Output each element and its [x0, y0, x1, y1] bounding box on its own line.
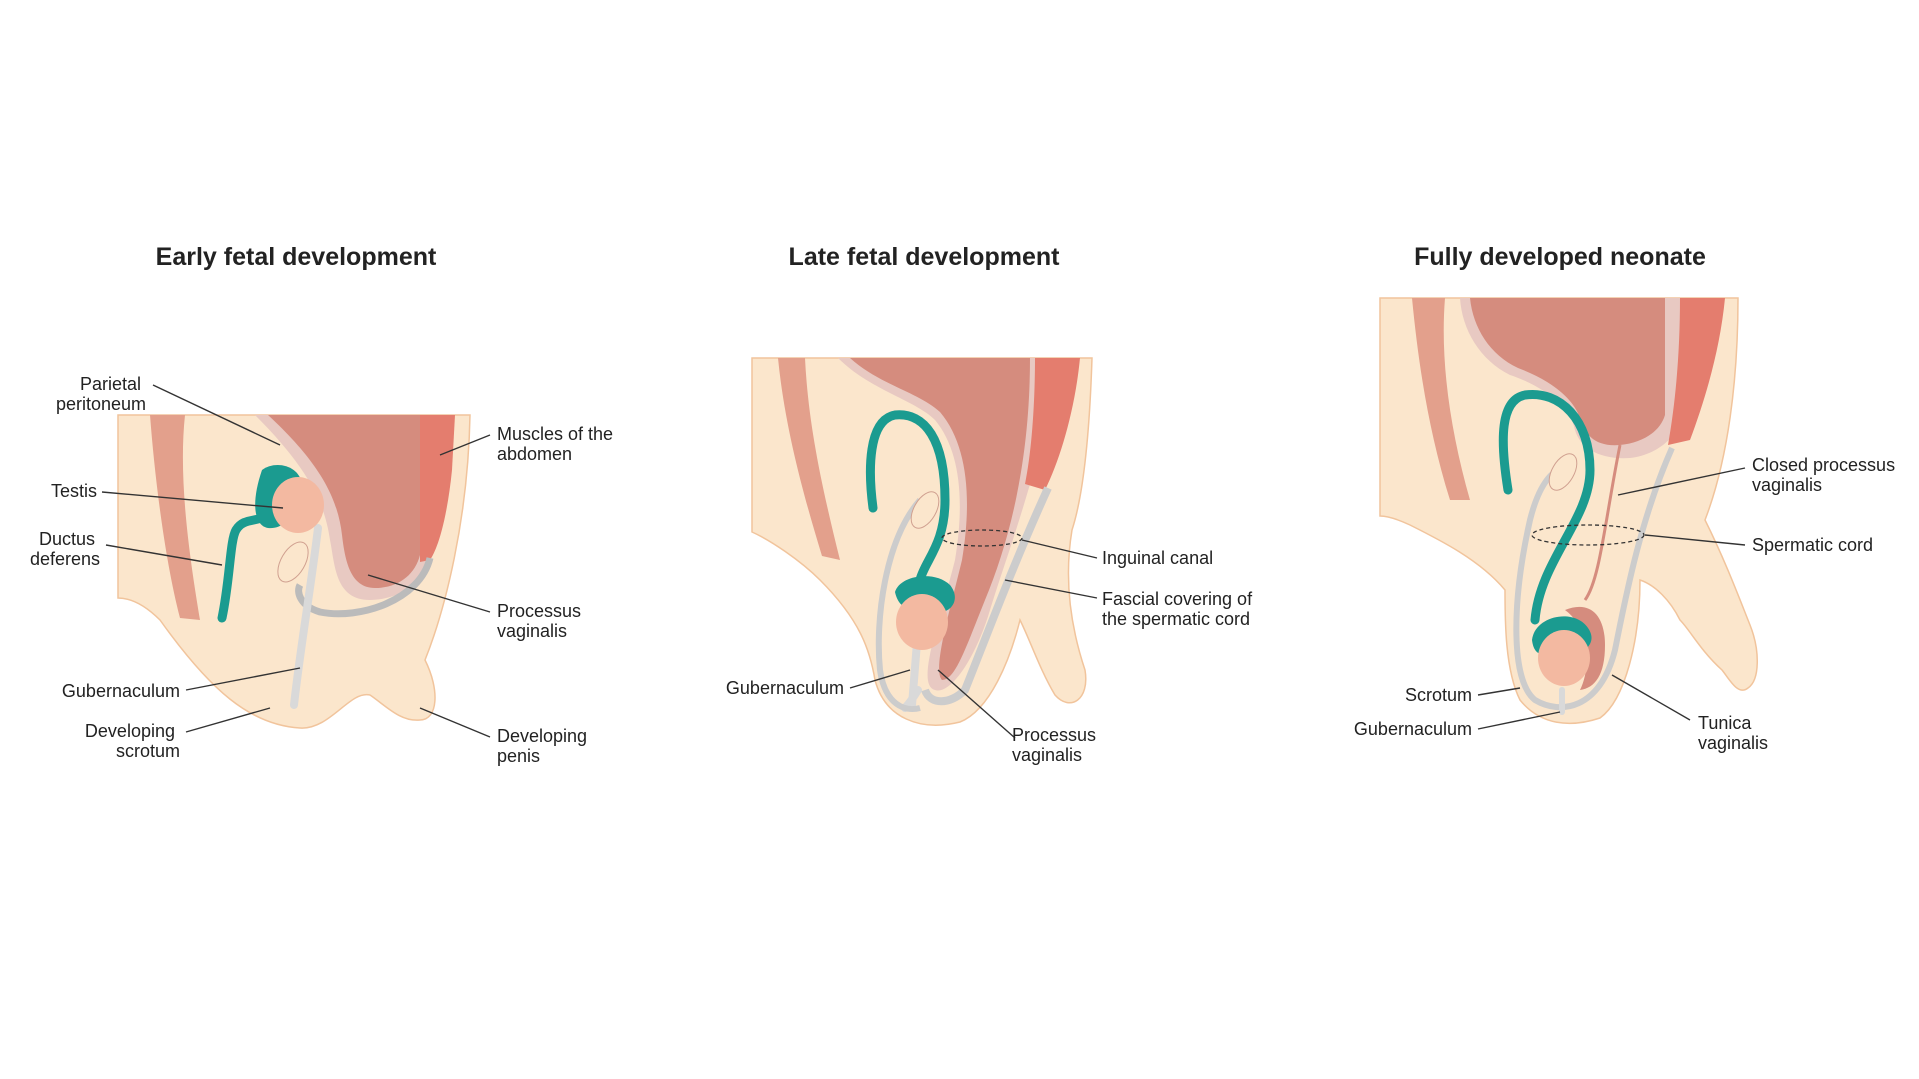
panel-title-neonate: Fully developed neonate — [1414, 243, 1706, 271]
abdominal-organ-late — [850, 358, 1030, 680]
abdominal-organ-neonate — [1470, 298, 1665, 446]
leader-parietal-peritoneum — [152, 384, 281, 446]
panel-neonate: Fully developed neonate Closed processus… — [1354, 243, 1900, 753]
closed-processus-neonate — [1583, 444, 1622, 601]
ductus-deferens-late — [865, 410, 950, 585]
leader-muscles-abdomen — [439, 434, 491, 456]
fascial-covering-late — [921, 486, 1052, 706]
label-spermatic-cord: Spermatic cord — [1752, 535, 1873, 555]
processus-vaginalis-early — [295, 556, 434, 618]
scrotal-sac-late — [875, 498, 923, 712]
leader-fascial-covering — [1004, 579, 1098, 599]
leader-gubernaculum-neonate — [1477, 711, 1561, 730]
label-testis: Testis — [51, 481, 97, 501]
muscle-outer-neonate — [1412, 298, 1470, 500]
label-tunica-vaginalis: Tunica vaginalis — [1698, 713, 1768, 753]
leader-spermatic-cord — [1644, 534, 1746, 546]
label-closed-processus: Closed processus vaginalis — [1752, 455, 1900, 495]
label-gubernaculum-neonate: Gubernaculum — [1354, 719, 1472, 739]
label-processus-vaginalis-early: Processus vaginalis — [497, 601, 586, 641]
panel-title-late: Late fetal development — [789, 243, 1061, 271]
vessel-bundle-late — [910, 491, 940, 529]
ductus-deferens-neonate — [1498, 389, 1595, 625]
abdominal-muscle-late — [1025, 358, 1080, 490]
muscle-outer-late — [778, 358, 840, 560]
vessel-bundle-neonate — [1548, 453, 1578, 491]
leader-gubernaculum-early — [185, 667, 301, 691]
spermatic-cord-ring — [1531, 524, 1645, 546]
label-scrotum: Scrotum — [1405, 685, 1472, 705]
label-gubernaculum-early: Gubernaculum — [62, 681, 180, 701]
label-parietal-peritoneum: Parietal peritoneum — [56, 374, 146, 414]
label-gubernaculum-late: Gubernaculum — [726, 678, 844, 698]
muscle-outer-early — [150, 415, 200, 620]
leader-ductus-deferens — [105, 544, 223, 566]
label-developing-penis: Developing penis — [497, 726, 592, 766]
panel-late-fetal: Late fetal development Inguinal canal Fa… — [726, 243, 1257, 765]
abdominal-muscle-neonate — [1668, 298, 1725, 445]
label-muscles-abdomen: Muscles of the abdomen — [497, 424, 618, 464]
leader-scrotum — [1477, 687, 1521, 696]
panel-early-fetal: Early fetal development Parietal periton… — [30, 243, 618, 766]
testis-late — [896, 594, 948, 650]
label-inguinal-canal: Inguinal canal — [1102, 548, 1213, 568]
leader-inguinal-canal — [1021, 539, 1098, 559]
label-developing-scrotum: Developing scrotum — [85, 721, 180, 761]
label-processus-vaginalis-late: Processus vaginalis — [1012, 725, 1101, 765]
panel-title-early: Early fetal development — [156, 243, 437, 271]
label-fascial-covering: Fascial covering of the spermatic cord — [1102, 589, 1257, 629]
leader-developing-scrotum — [185, 707, 271, 733]
leader-testis — [101, 491, 284, 509]
spermatic-cord-sheath-neonate — [1513, 446, 1675, 711]
leader-closed-processus — [1617, 467, 1746, 496]
leader-processus-vaginalis-early — [367, 574, 491, 613]
vessel-bundle-early — [277, 541, 309, 583]
leader-tunica-vaginalis — [1611, 674, 1691, 721]
abdominal-organ-early — [268, 415, 420, 588]
leader-developing-penis — [419, 707, 491, 738]
leader-processus-vaginalis-late — [937, 669, 1016, 739]
gubernaculum-early — [290, 524, 322, 709]
testis-neonate — [1538, 630, 1590, 686]
inguinal-canal-ring — [941, 529, 1023, 547]
label-ductus-deferens: Ductus deferens — [30, 529, 100, 569]
testis-early — [272, 477, 324, 533]
leader-gubernaculum-late — [849, 669, 911, 689]
tunica-vaginalis-neonate — [1565, 606, 1605, 690]
